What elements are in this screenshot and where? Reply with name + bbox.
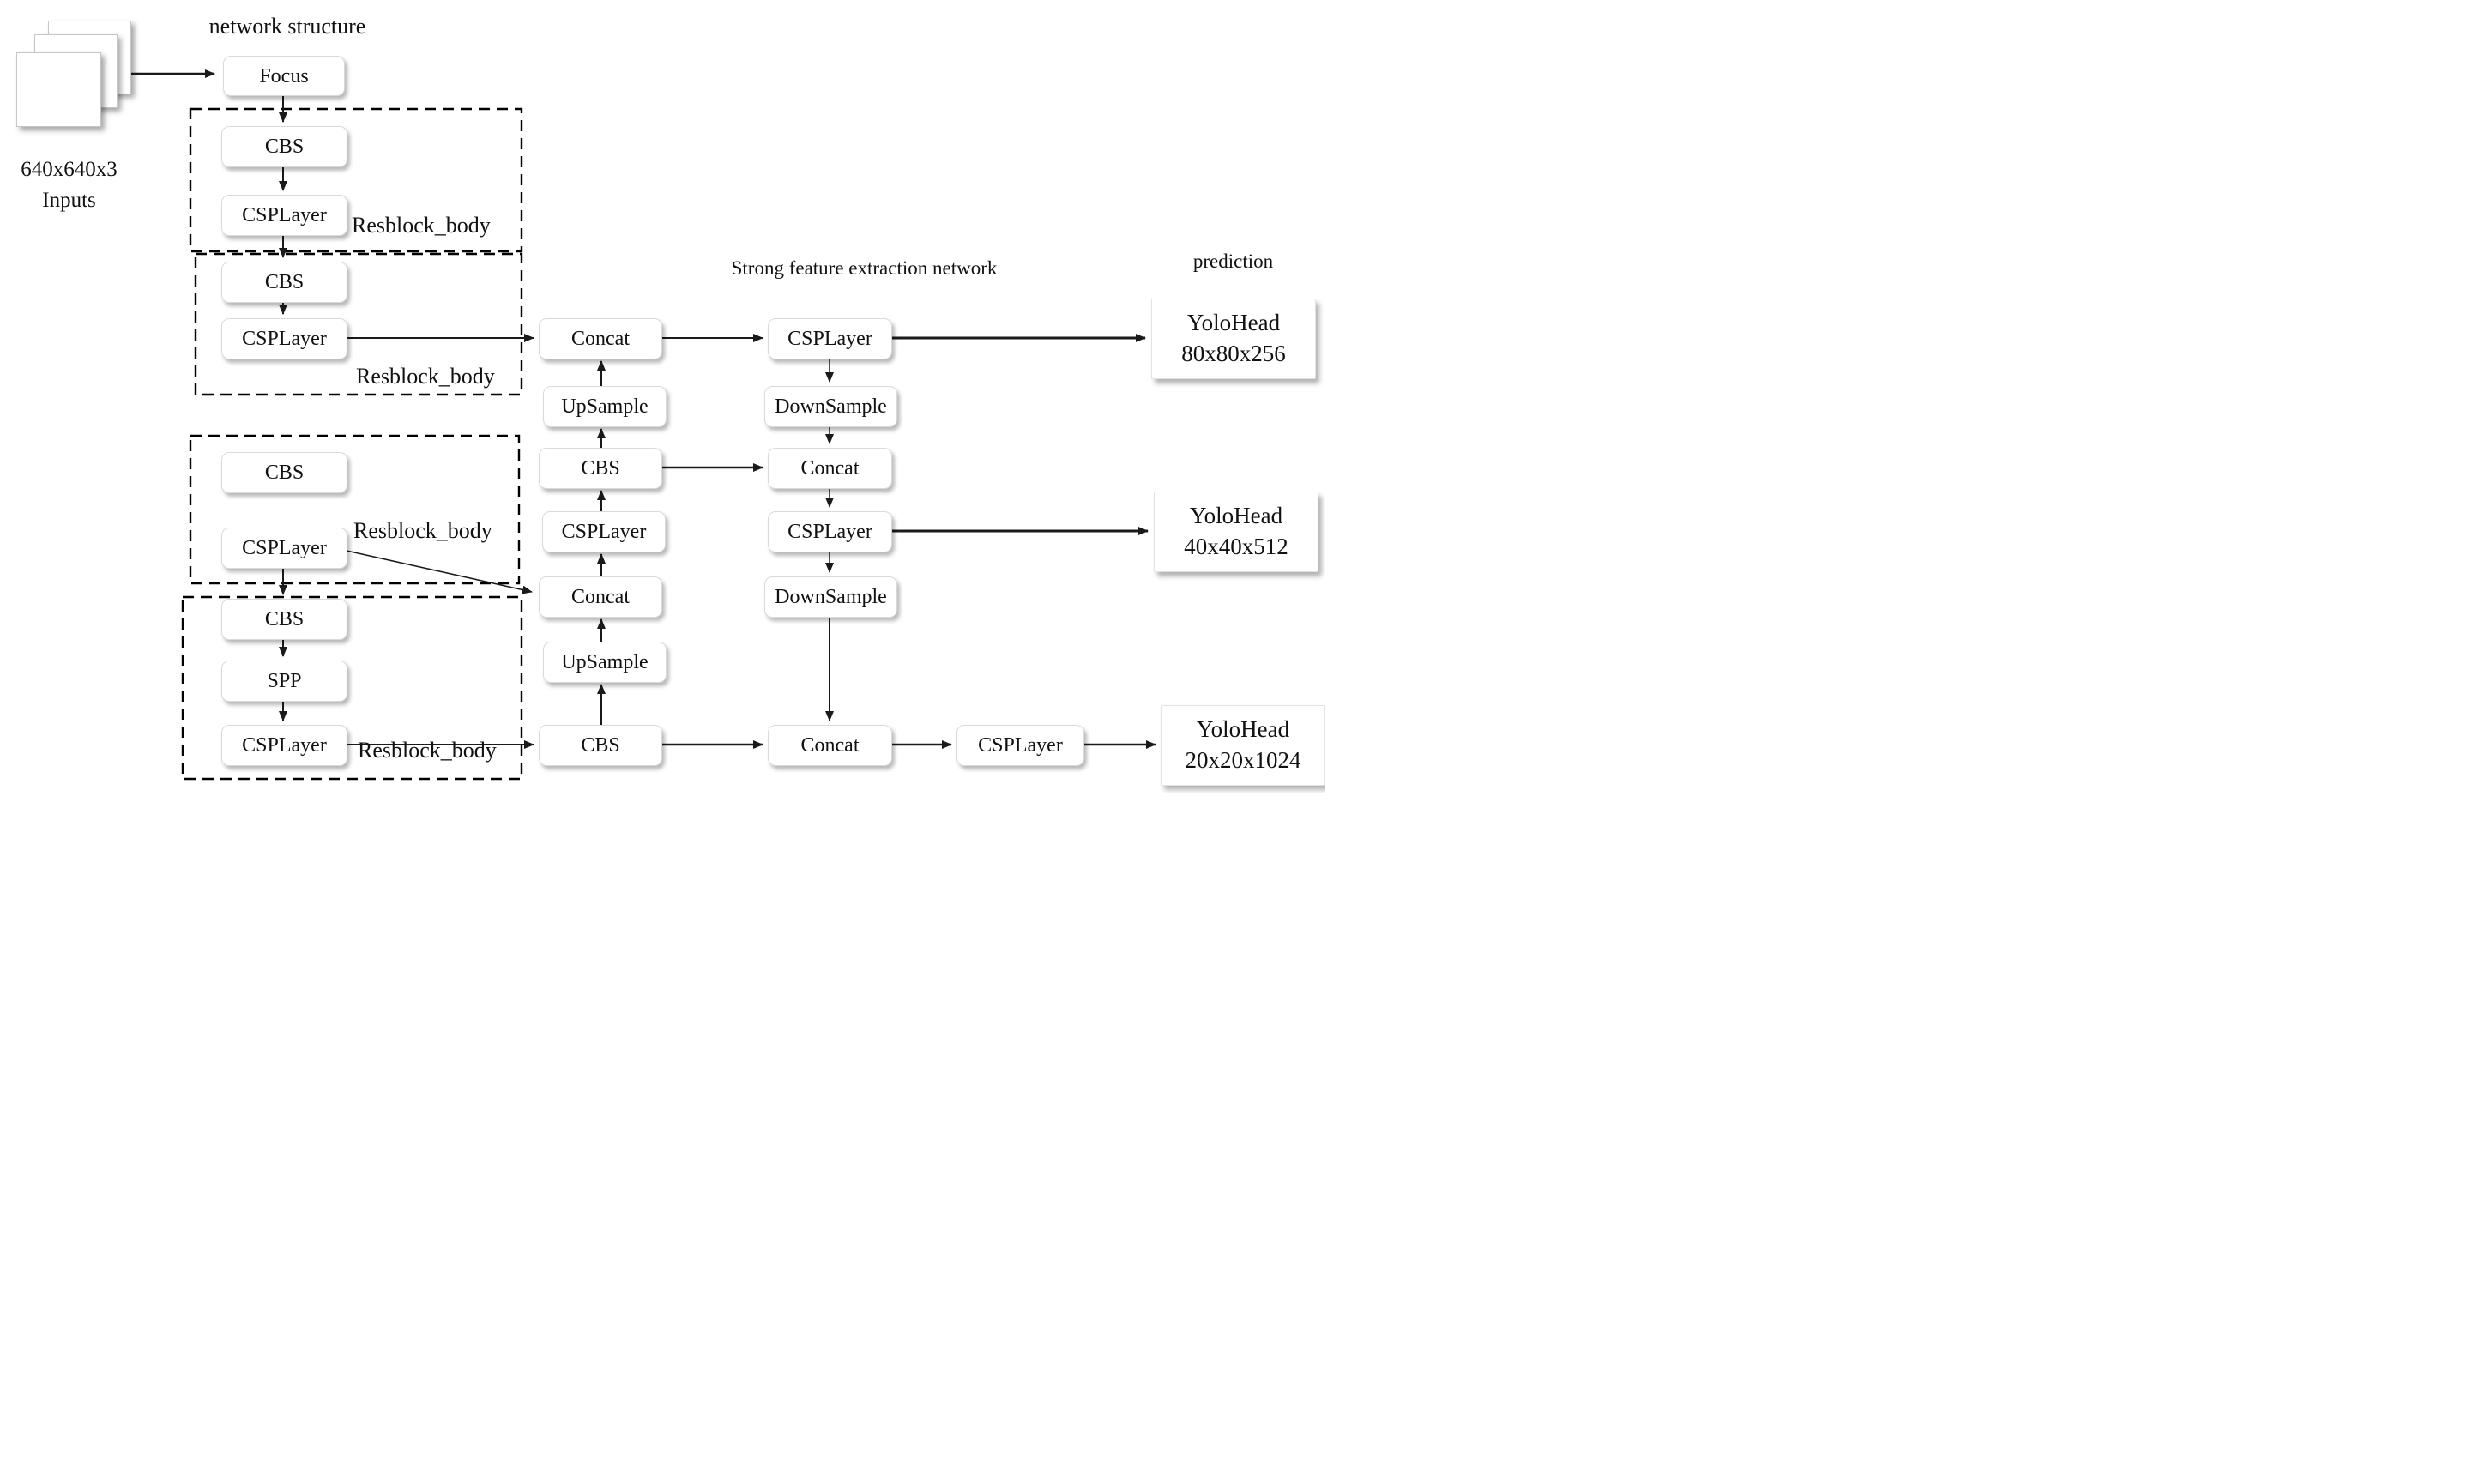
resblock-outline-3: [189, 434, 521, 585]
input-image-page-front: [16, 52, 101, 127]
network-structure-diagram: network structure 640x640x3 Inputs Stron…: [0, 0, 1325, 793]
node-upsample-2: UpSample: [543, 642, 667, 683]
input-label: Inputs: [42, 189, 96, 212]
node-yolohead-40: YoloHead 40x40x512: [1154, 492, 1318, 572]
yolohead-80-size: 80x80x256: [1181, 341, 1286, 366]
node-concat-mid: Concat: [539, 576, 662, 618]
node-downsample-1: DownSample: [764, 386, 897, 427]
prediction-title: prediction: [1192, 250, 1274, 272]
resblock-label-4: Resblock_body: [358, 738, 497, 763]
node-csplayer-2: CSPLayer: [221, 318, 347, 359]
resblock-label-1: Resblock_body: [352, 213, 491, 238]
node-concat-r1: Concat: [768, 448, 892, 489]
diagram-wires-layer: [118, 69, 1156, 781]
node-spp: SPP: [221, 661, 347, 702]
node-cbs-bottom: CBS: [539, 725, 662, 766]
diagram-title: network structure: [208, 14, 366, 39]
yolohead-80-title: YoloHead: [1186, 310, 1281, 336]
node-csplayer-r1: CSPLayer: [768, 318, 892, 359]
resblock-outline-2: [194, 252, 523, 396]
resblock-label-3: Resblock_body: [353, 518, 492, 543]
node-yolohead-80: YoloHead 80x80x256: [1151, 299, 1316, 379]
node-cbs-mid: CBS: [539, 448, 662, 489]
node-csplayer-r3: CSPLayer: [956, 725, 1084, 766]
node-concat-r2: Concat: [768, 725, 892, 766]
input-dims-label: 640x640x3: [21, 158, 118, 181]
node-csplayer-r2: CSPLayer: [768, 511, 892, 552]
yolohead-40-size: 40x40x512: [1184, 534, 1288, 559]
yolohead-40-title: YoloHead: [1189, 503, 1283, 529]
node-cbs-4: CBS: [221, 599, 347, 640]
node-cbs-2: CBS: [221, 262, 347, 303]
resblock-outline-1: [189, 107, 523, 253]
node-yolohead-20: YoloHead 20x20x1024: [1161, 705, 1325, 786]
node-focus: Focus: [223, 56, 345, 96]
resblock-label-2: Resblock_body: [356, 364, 495, 389]
node-cbs-3: CBS: [221, 452, 347, 493]
node-csplayer-mid: CSPLayer: [542, 511, 666, 552]
node-upsample-1: UpSample: [543, 386, 667, 427]
node-concat-top: Concat: [539, 318, 662, 359]
yolohead-20-title: YoloHead: [1196, 716, 1290, 743]
node-csplayer-4: CSPLayer: [221, 725, 347, 766]
node-csplayer-3: CSPLayer: [221, 528, 347, 569]
yolohead-20-size: 20x20x1024: [1185, 747, 1301, 773]
resblock-outline-4: [181, 595, 523, 781]
arrow-csplayer3-to-concat-mid: [346, 550, 533, 594]
node-downsample-2: DownSample: [764, 576, 897, 618]
feature-network-title: Strong feature extraction network: [731, 257, 998, 279]
node-cbs-1: CBS: [221, 126, 347, 167]
node-csplayer-1: CSPLayer: [221, 195, 347, 236]
